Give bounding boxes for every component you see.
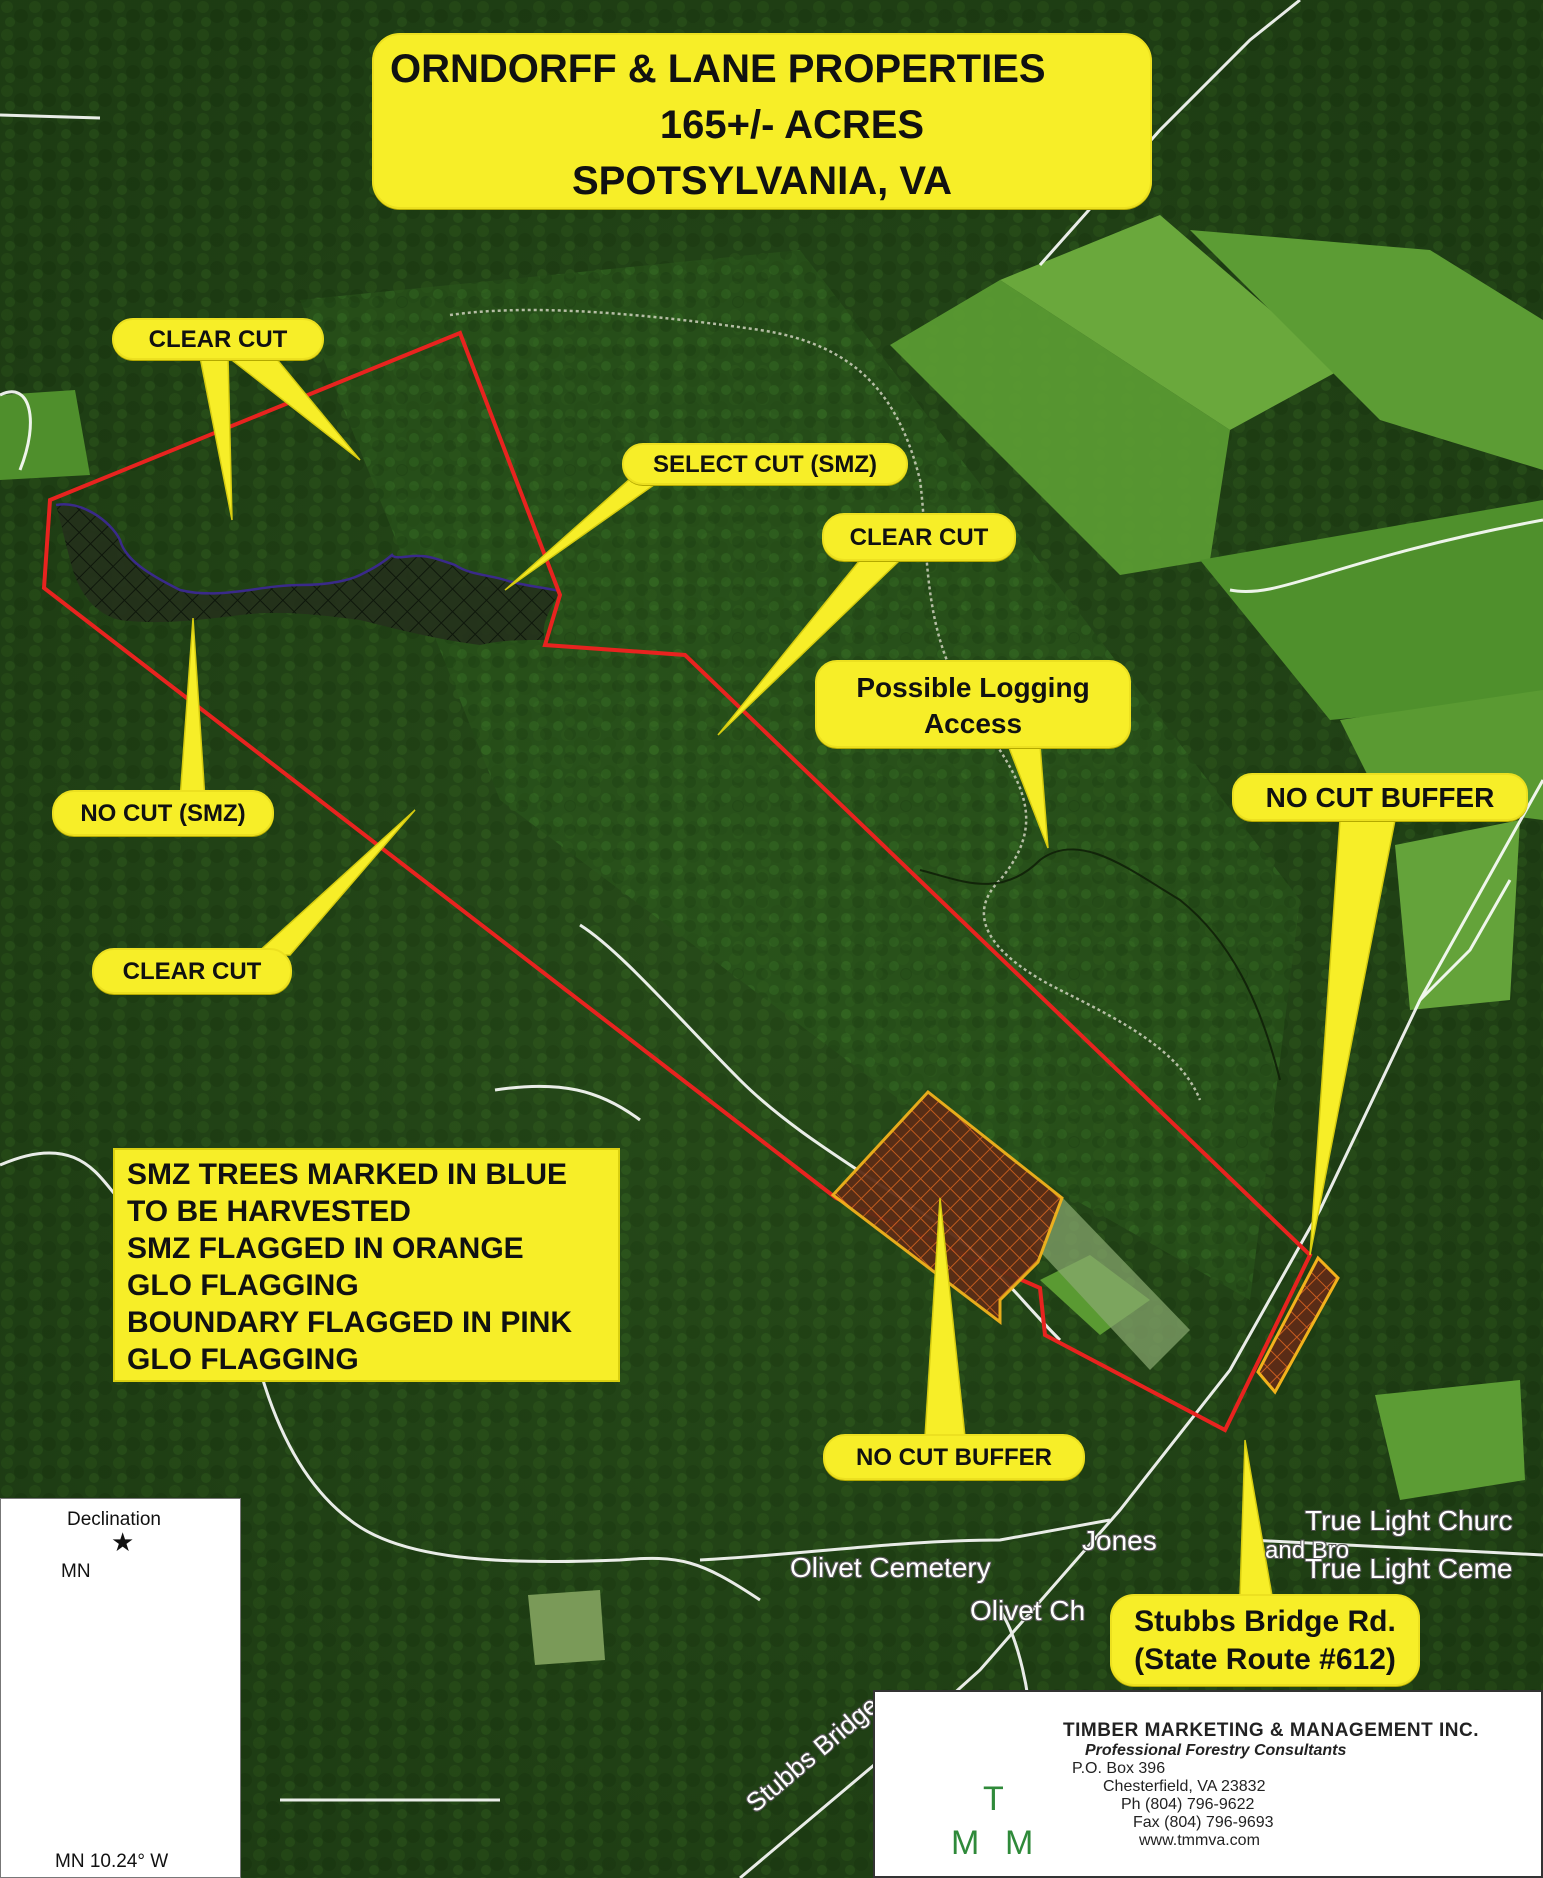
smz-no-cut-area [56, 504, 560, 645]
note-line: GLO FLAGGING [127, 1269, 359, 1302]
callout-possible-logging-access: Possible Logging Access [815, 660, 1131, 748]
road-jones [1249, 1538, 1543, 1557]
field-4 [1200, 500, 1543, 720]
road-line2: (State Route #612) [1134, 1643, 1396, 1676]
no-cut-buffer-center [830, 1089, 1064, 1326]
note-line: BOUNDARY FLAGGED IN PINK [127, 1306, 573, 1339]
mn-declination-value: MN 10.24° W [55, 1851, 169, 1872]
company-info-box: T M M TIMBER MARKETING & MANAGEMENT INC.… [873, 1690, 1543, 1878]
company-po-box: P.O. Box 396 [1072, 1760, 1166, 1777]
no-cut-buffer-right [1256, 1255, 1340, 1395]
note-line: SMZ TREES MARKED IN BLUE [127, 1158, 568, 1191]
map-label-and-bro: and Bro [1265, 1537, 1350, 1564]
company-fax: Fax (804) 796-9693 [1133, 1814, 1274, 1831]
field-clearing [1020, 1195, 1190, 1370]
field-6 [1395, 820, 1520, 1010]
map-label-olivet-cemetery: Olivet Cemetery [790, 1552, 991, 1583]
logo-letter-m2: M [1005, 1824, 1034, 1862]
note-line: TO BE HARVESTED [127, 1195, 411, 1228]
map-label-true-light-cemetery: True Light Ceme [1305, 1553, 1513, 1584]
callout-no-cut-buffer-right: NO CUT BUFFER [1232, 773, 1528, 821]
road-olivet [699, 1518, 1111, 1562]
map-label-olivet-church: Olivet Ch [970, 1595, 1086, 1626]
map-label-true-light-church: True Light Churc [1305, 1505, 1513, 1536]
title-line-acres: 165+/- ACRES [659, 103, 925, 147]
company-website: www.tmmva.com [1139, 1832, 1260, 1849]
company-city: Chesterfield, VA 23832 [1103, 1778, 1266, 1795]
company-tagline: Professional Forestry Consultants [1085, 1742, 1347, 1759]
declination-label: Declination [67, 1509, 161, 1530]
road-left-loop [0, 390, 32, 471]
callout-no-cut-buffer-bottom: NO CUT BUFFER [823, 1434, 1085, 1480]
road-branch-1 [1418, 879, 1512, 1002]
field-10 [528, 1590, 605, 1665]
callout-clear-cut-bottom: CLEAR CUT [92, 948, 292, 994]
road-top-left [0, 113, 101, 120]
logging-line2: Access [923, 708, 1023, 739]
company-name: TIMBER MARKETING & MANAGEMENT INC. [1063, 1720, 1479, 1741]
road-field-right [1229, 518, 1543, 594]
star-icon: ★ [111, 1527, 135, 1557]
logo-letter-t: T [983, 1780, 1004, 1818]
smz-outline [55, 502, 561, 595]
callout-stubbs-bridge-road: Stubbs Bridge Rd. (State Route #612) [1110, 1594, 1420, 1686]
trail-dashed [449, 308, 1202, 1101]
company-phone: Ph (804) 796-9622 [1121, 1796, 1255, 1813]
declination-compass: Declination ★ MN MN 10.24° W [0, 1498, 241, 1878]
note-line: SMZ FLAGGED IN ORANGE [127, 1232, 524, 1265]
callout-no-cut-smz: NO CUT (SMZ) [52, 790, 274, 836]
callout-clear-cut-middle: CLEAR CUT [822, 513, 1016, 561]
forest-bright-band [300, 250, 1300, 1300]
road-bottom-left [258, 1369, 761, 1602]
trail-dark [919, 848, 1281, 1081]
logo-letter-m1: M [951, 1824, 980, 1862]
road-line1: Stubbs Bridge Rd. [1134, 1605, 1396, 1638]
title-line-property: ORNDORFF & LANE PROPERTIES [390, 47, 1046, 91]
map-label-jones: Jones [1082, 1525, 1157, 1556]
note-line: GLO FLAGGING [127, 1343, 359, 1376]
field-3 [1190, 230, 1543, 470]
title-line-location: SPOTSYLVANIA, VA [571, 159, 953, 203]
mn-label: MN [61, 1561, 91, 1582]
field-2 [1000, 215, 1340, 430]
logging-line1: Possible Logging [856, 672, 1090, 703]
smz-notes-box: SMZ TREES MARKED IN BLUE TO BE HARVESTED… [113, 1148, 620, 1382]
field-9 [0, 390, 90, 480]
field-8 [1375, 1380, 1525, 1500]
road-mid [494, 1084, 641, 1122]
callout-select-cut-smz: SELECT CUT (SMZ) [622, 443, 908, 485]
field-1 [890, 280, 1230, 575]
map-title: ORNDORFF & LANE PROPERTIES 165+/- ACRES … [372, 33, 1152, 209]
callout-clear-cut-top: CLEAR CUT [112, 318, 324, 360]
